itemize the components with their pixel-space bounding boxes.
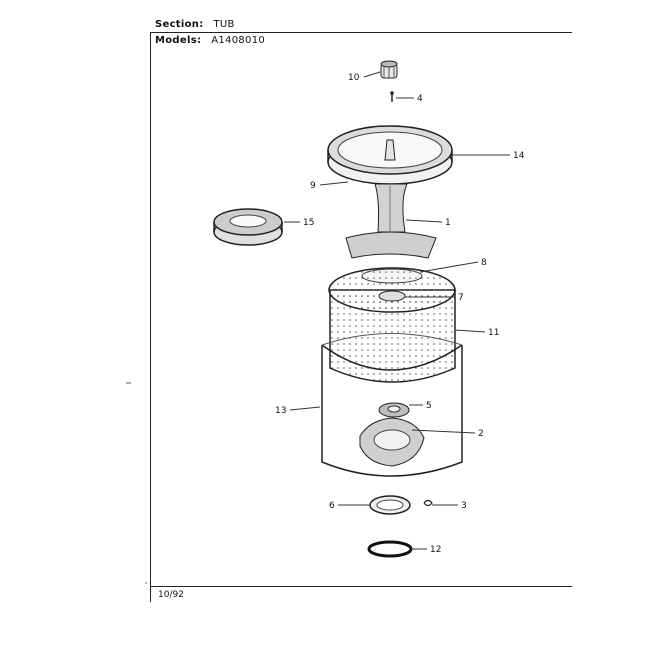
part-label-1: 1 <box>445 218 451 228</box>
part-label-13: 13 <box>275 406 286 416</box>
part-label-12: 12 <box>430 545 441 555</box>
section-label: Section: <box>155 19 204 30</box>
part-label-15: 15 <box>303 218 314 228</box>
part-5-nut <box>378 402 410 418</box>
models-header: Models: A1408010 <box>155 35 265 46</box>
part-label-14: 14 <box>513 151 525 161</box>
part-12-o-ring <box>367 540 413 558</box>
part-label-6: 6 <box>329 501 335 511</box>
section-header: Section: TUB <box>155 19 235 30</box>
part-3-clip <box>423 499 433 507</box>
section-value: TUB <box>213 19 235 30</box>
part-label-11: 11 <box>488 328 499 338</box>
part-label-4: 4 <box>417 94 423 104</box>
part-label-5: 5 <box>426 401 432 411</box>
part-label-8: 8 <box>481 258 487 268</box>
part-label-10: 10 <box>348 73 360 83</box>
part-label-7: 7 <box>458 293 464 303</box>
models-label: Models: <box>155 35 202 46</box>
part-11-basket <box>328 267 456 383</box>
models-value: A1408010 <box>211 35 266 46</box>
part-15-balance-ring <box>213 208 283 246</box>
part-6-gasket <box>369 495 411 515</box>
part-10-cap <box>380 60 398 79</box>
part-label-9: 9 <box>310 181 316 191</box>
stray-dot <box>145 582 147 584</box>
date-code: 10/92 <box>158 590 184 600</box>
diagram-frame <box>150 32 572 602</box>
part-4-pin <box>390 91 394 102</box>
part-13-outer-tub <box>321 333 463 477</box>
part-label-2: 2 <box>478 429 484 439</box>
part-1-agitator <box>345 139 437 259</box>
part-7-hub <box>378 290 406 302</box>
part-2-seal <box>359 417 425 467</box>
leader-lines <box>284 71 510 550</box>
footer-divider <box>150 586 572 587</box>
part-label-3: 3 <box>461 501 467 511</box>
